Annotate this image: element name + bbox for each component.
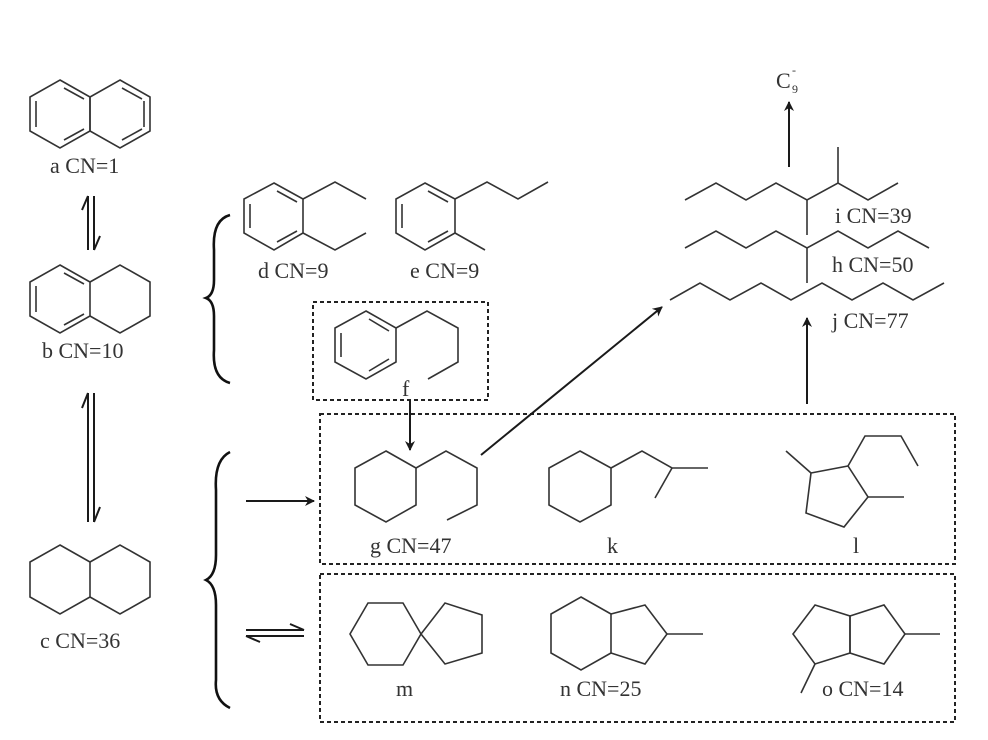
compound-b-tetralin: b CN=10 — [29, 264, 151, 363]
compound-g-butylcyclohexane: g CN=47 — [354, 450, 478, 558]
cracking-product-c9: C 9 - — [776, 63, 798, 96]
c9-superscript: - — [792, 63, 796, 77]
label-e: e CN=9 — [410, 258, 479, 283]
label-k: k — [607, 533, 618, 558]
compound-f-butylbenzene: f — [334, 310, 459, 401]
label-c: c CN=36 — [40, 628, 120, 653]
label-o: o CN=14 — [822, 676, 903, 701]
compound-o-bicyclooctane: o CN=14 — [792, 604, 940, 701]
compound-h-alkane: h CN=50 — [684, 230, 930, 283]
c9-subscript: 9 — [792, 82, 798, 96]
label-d: d CN=9 — [258, 258, 328, 283]
compound-l-cyclopentane: l — [785, 435, 919, 558]
label-j: j CN=77 — [831, 308, 909, 333]
box-ring-opening — [319, 413, 956, 565]
compound-k-isobutylcyclohexane: k — [548, 450, 708, 558]
label-b: b CN=10 — [42, 338, 123, 363]
brace-b-products — [202, 213, 231, 385]
arrow-g-to-alkanes — [480, 306, 663, 456]
label-n: n CN=25 — [560, 676, 641, 701]
label-l: l — [853, 533, 859, 558]
label-h: h CN=50 — [832, 252, 913, 277]
box-isomerization — [319, 573, 956, 723]
compound-c-decalin: c CN=36 — [29, 544, 151, 653]
compound-n-hydrindane: n CN=25 — [550, 596, 703, 701]
compound-m-spirodecane: m — [349, 602, 483, 701]
label-a: a CN=1 — [50, 153, 119, 178]
compound-a-naphthalene: a CN=1 — [29, 79, 151, 178]
box-f — [312, 301, 489, 401]
equilibrium-arrow-b-c — [81, 392, 101, 523]
equilibrium-arrow-c-isomers — [245, 623, 305, 643]
c9-main: C — [776, 68, 791, 93]
compound-i-alkane: i CN=39 — [684, 147, 912, 235]
equilibrium-arrow-a-b — [81, 195, 101, 251]
label-f: f — [402, 376, 410, 401]
compound-j-decane: j CN=77 — [669, 282, 945, 333]
label-i: i CN=39 — [835, 203, 912, 228]
compound-d: d CN=9 — [243, 181, 367, 283]
label-m: m — [396, 676, 413, 701]
brace-c-products — [203, 450, 231, 710]
label-g: g CN=47 — [370, 533, 451, 558]
compound-e: e CN=9 — [395, 181, 549, 283]
